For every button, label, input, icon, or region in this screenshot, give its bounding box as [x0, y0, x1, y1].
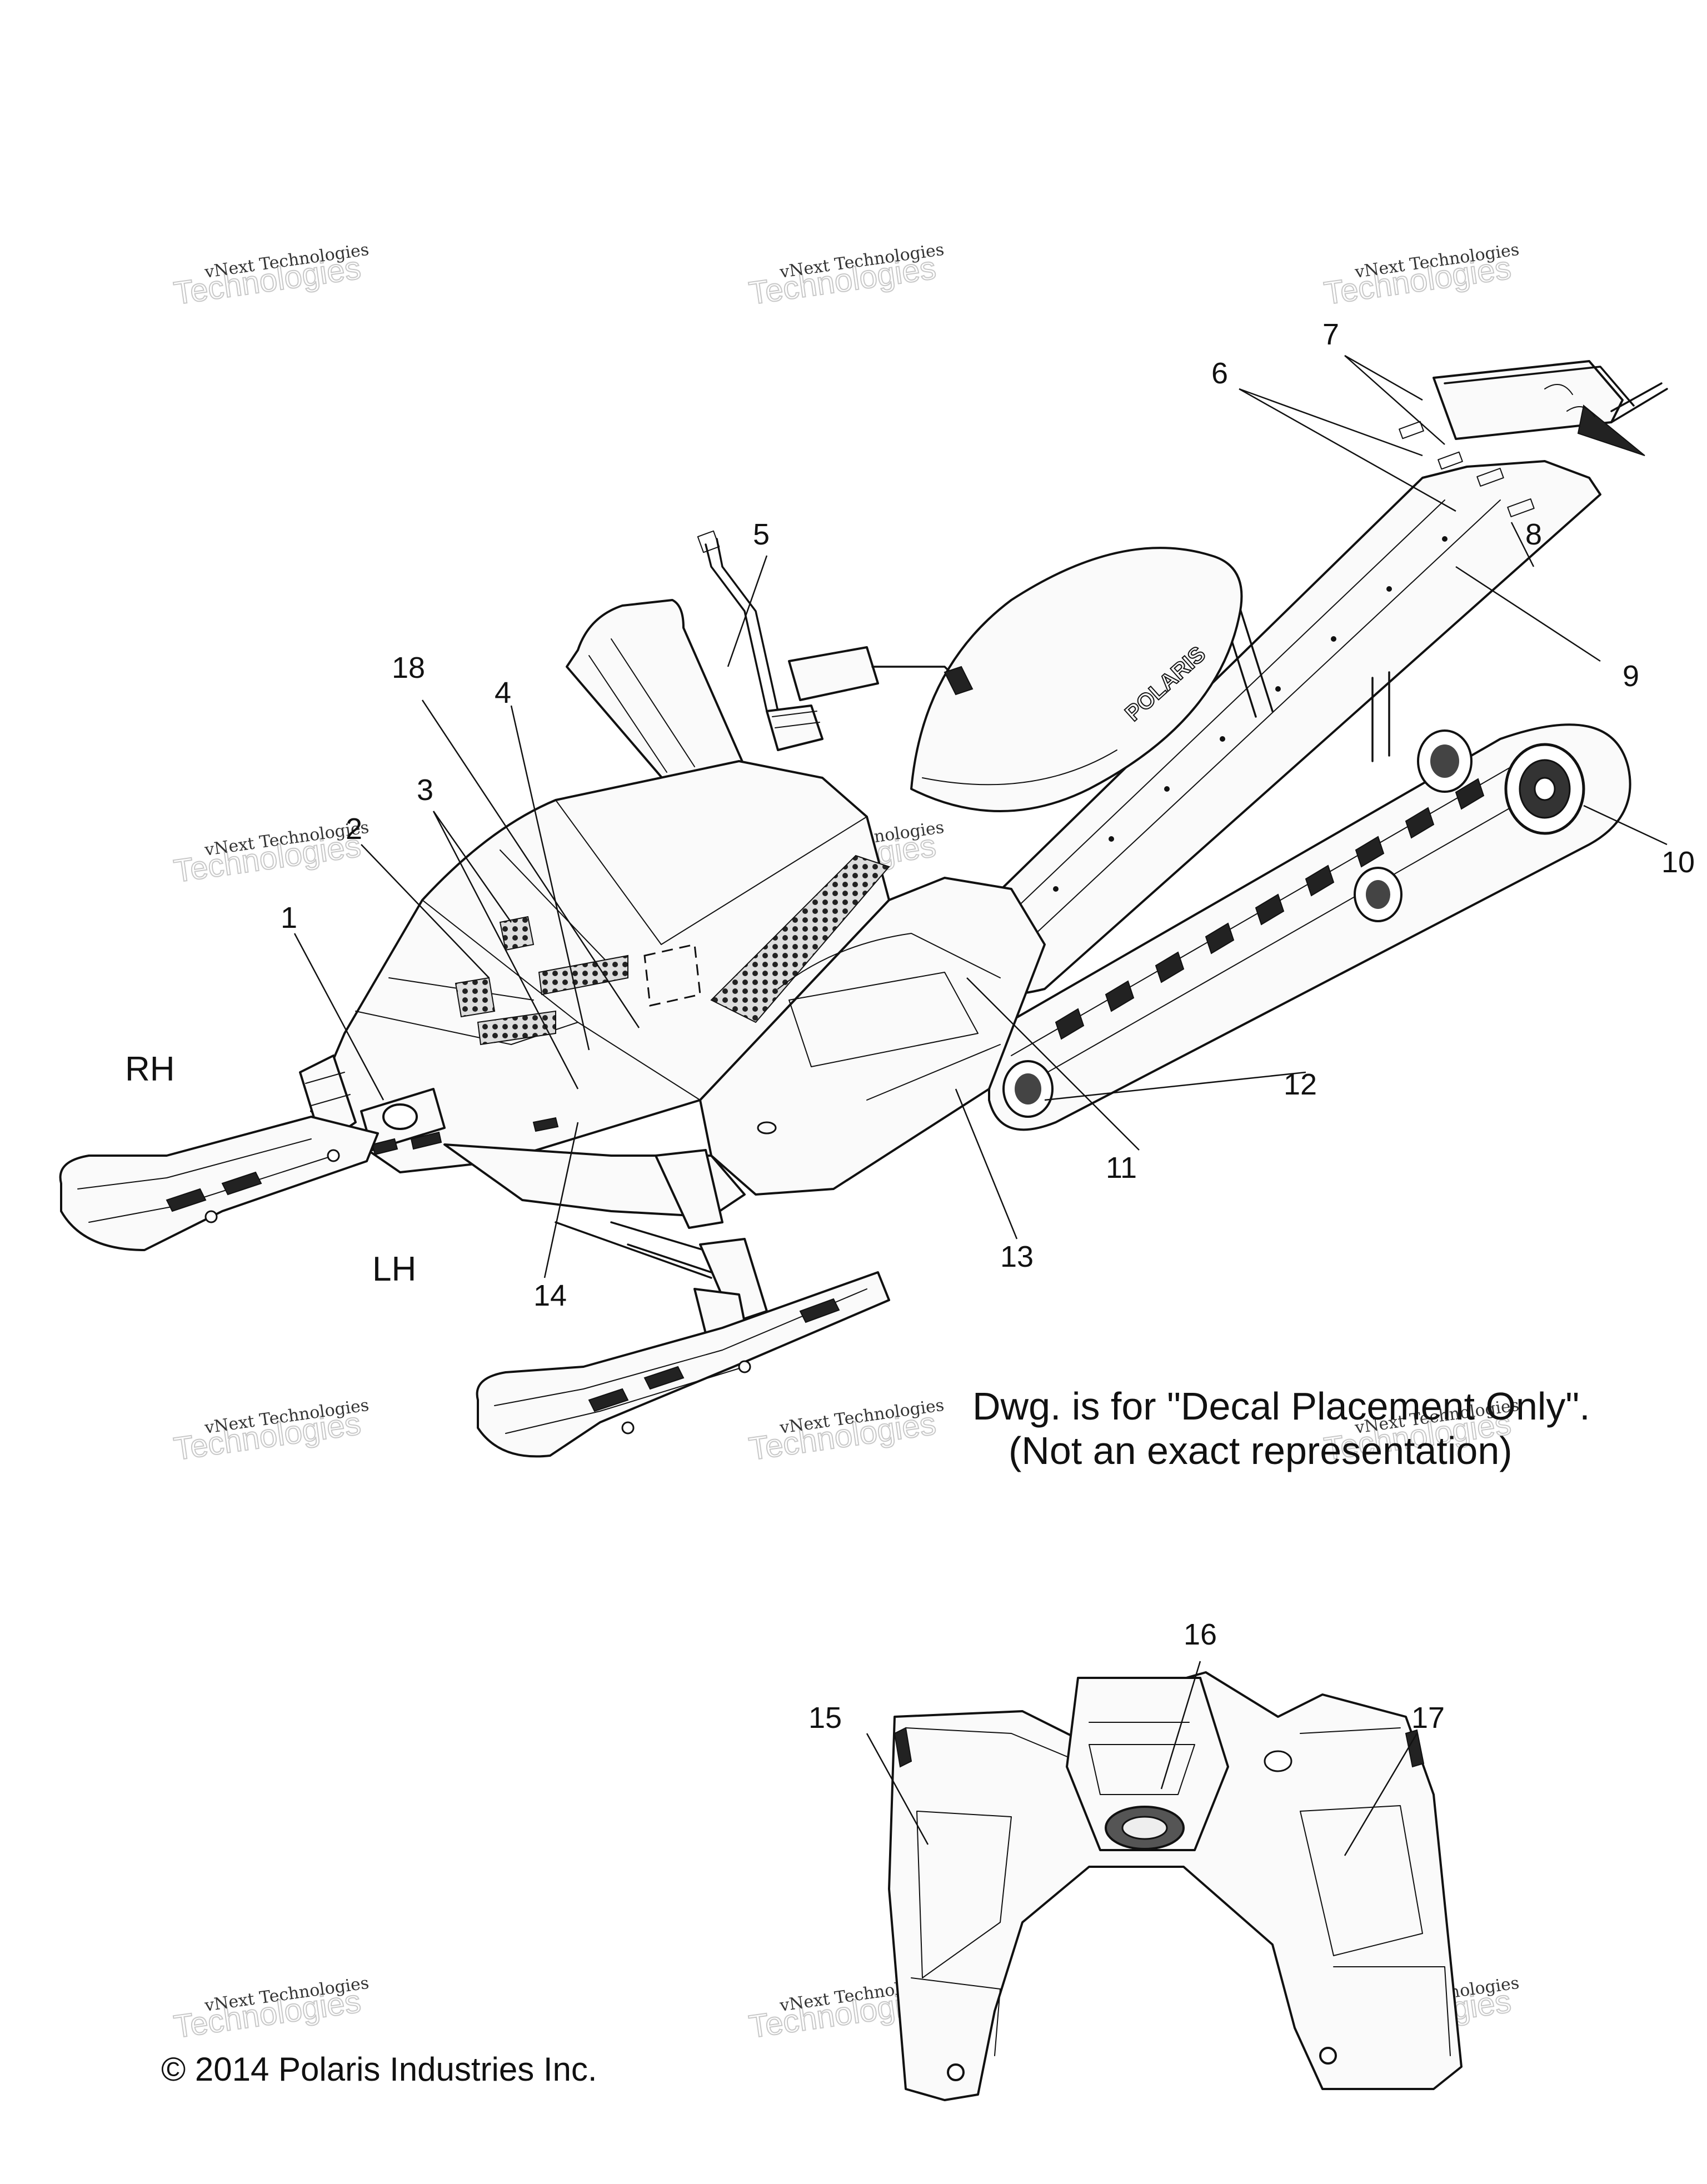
- seat: POLARIS: [910, 547, 1243, 812]
- rear-idler-wheel: [1504, 743, 1585, 835]
- callout-5: 5: [753, 518, 770, 551]
- watermark: Technologies vNext Technologies: [746, 1396, 945, 1468]
- watermark: Technologies vNext Technologies: [746, 240, 945, 312]
- callout-9: 9: [1623, 659, 1639, 693]
- ski-rh: [59, 1116, 379, 1251]
- callout-15: 15: [808, 1701, 842, 1735]
- callout-8: 8: [1525, 518, 1542, 551]
- track-lugs: [1055, 778, 1485, 1040]
- headlight: [360, 1088, 446, 1156]
- side-panel: [699, 877, 1046, 1196]
- copyright: © 2014 Polaris Industries Inc.: [161, 2051, 597, 2088]
- track-assembly: [988, 723, 1631, 1131]
- hood-underside-view: [888, 1671, 1463, 2101]
- note-line-2: (Not an exact representation): [1009, 1429, 1513, 1472]
- placement-note: Dwg. is for "Decal Placement Only". (Not…: [972, 1385, 1590, 1472]
- ski-lh: [476, 1271, 890, 1458]
- callout-1: 1: [281, 901, 297, 934]
- label-lh: LH: [372, 1250, 416, 1288]
- callouts: 1 2 3 4 5 6 7 8 9 10 11 12 13 14 15 16 1…: [281, 318, 1695, 1735]
- watermark: Technologies vNext Technologies: [1321, 240, 1520, 312]
- windshield: [566, 599, 746, 784]
- watermark: Technologies vNext Technologies: [171, 240, 370, 312]
- callout-17: 17: [1411, 1701, 1445, 1735]
- callout-3: 3: [417, 773, 433, 807]
- front-idler-wheel: [1002, 1060, 1054, 1118]
- watermark: Technologies vNext Technologies: [171, 1973, 370, 2046]
- tunnel: [944, 360, 1668, 996]
- hood: [310, 760, 890, 1173]
- callout-6: 6: [1211, 357, 1228, 390]
- callout-14: 14: [533, 1279, 567, 1312]
- snowmobile-illustration: POLARIS: [59, 360, 1668, 1458]
- watermark: Technologies vNext Technologies: [171, 1396, 370, 1468]
- callout-18: 18: [392, 651, 425, 684]
- lower-idler-wheel: [1354, 867, 1402, 922]
- callout-13: 13: [1000, 1240, 1034, 1273]
- callout-7: 7: [1322, 318, 1339, 351]
- label-rh: RH: [125, 1050, 175, 1088]
- callout-16: 16: [1184, 1618, 1217, 1651]
- callout-4: 4: [495, 676, 511, 709]
- leader-lines: [293, 354, 1668, 1856]
- callout-10: 10: [1661, 846, 1695, 879]
- watermark: Technologies vNext Technologies: [171, 818, 370, 890]
- tunnel-rivets: [1053, 536, 1448, 892]
- front-suspension: [299, 1054, 768, 1357]
- mid-idler-wheel: [1417, 729, 1473, 793]
- note-line-1: Dwg. is for "Decal Placement Only".: [972, 1385, 1590, 1428]
- handlebar: [697, 530, 974, 751]
- callout-2: 2: [346, 812, 362, 846]
- callout-11: 11: [1106, 1151, 1137, 1185]
- callout-12: 12: [1284, 1068, 1317, 1101]
